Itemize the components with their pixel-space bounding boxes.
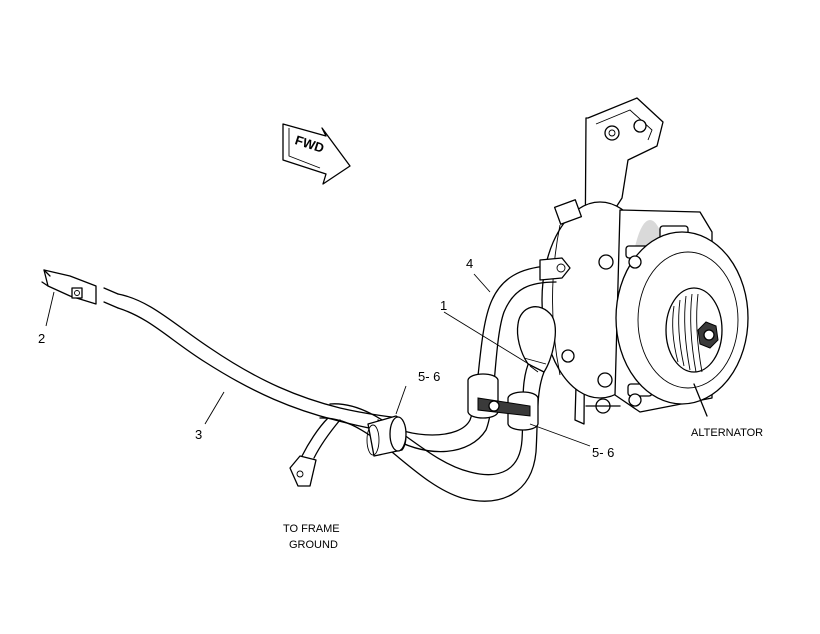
alternator-label: ALTERNATOR (691, 427, 763, 439)
clamp-5-6 (467, 373, 539, 431)
frame-ground-label-line1: TO FRAME (283, 523, 340, 535)
callout-2: 2 (38, 331, 45, 346)
sleeve-5-6 (366, 415, 407, 457)
frame-ground-label-line2: GROUND (289, 539, 338, 551)
callout-4: 4 (466, 256, 473, 271)
callout-5-6-right: 5- 6 (592, 445, 614, 460)
callout-1: 1 (440, 298, 447, 313)
callout-5-6-left: 5- 6 (418, 369, 440, 384)
frame-ground-lead (289, 417, 341, 487)
alternator (541, 97, 749, 425)
callout-leaders (45, 273, 591, 447)
cable-3 (41, 269, 401, 435)
fwd-arrow: FWD (282, 123, 351, 185)
callout-3: 3 (195, 427, 202, 442)
